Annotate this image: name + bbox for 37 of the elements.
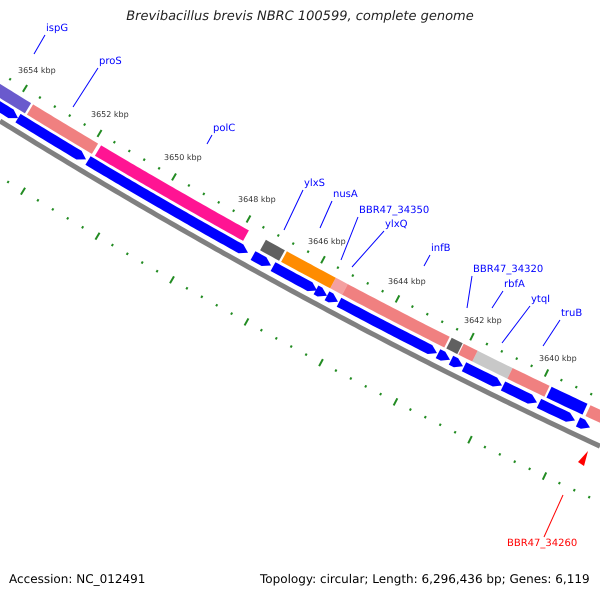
leader-line [284,190,304,230]
leader-line [502,306,530,344]
tick-label: 3644 kbp [388,277,426,287]
leader-line [424,254,430,266]
gene-label: infB [431,243,450,255]
leader-line [352,230,384,268]
leader-line [340,216,358,260]
footer-text: Accession: NC_012491 [9,572,146,586]
leader-line [542,320,560,346]
leader-line [34,34,46,54]
gene-label: rbfA [504,279,525,291]
tick-label: 3650 kbp [164,153,202,163]
leader-line [544,494,564,538]
tick-label: 3646 kbp [308,237,346,247]
tick-label: 3648 kbp [238,195,276,205]
gene-label: truB [561,308,582,320]
diagram-title: Brevibacillus brevis NBRC 100599, complete genome [125,9,475,25]
gene-label: ylxS [304,178,325,190]
gene-label: BBR47_34320 [473,264,544,276]
tick-label: 3654 kbp [18,66,56,76]
gene-label: ytqI [531,294,550,306]
leader-line [320,200,332,228]
tick-label: 3652 kbp [91,110,129,120]
leader-line [492,290,504,308]
gene-label: BBR47_34260 [507,538,578,550]
gene-label: ylxQ [385,219,408,231]
footer-text: Topology: circular; Length: 6,296,436 bp; Genes: 6,119 [260,572,590,586]
gene-label: BBR47_34350 [359,205,430,217]
tick-label: 3642 kbp [464,316,502,326]
leader-line [206,134,212,144]
tick-label: 3640 kbp [539,354,577,364]
leader-line [466,276,472,308]
gene-label: polC [213,123,236,135]
gene-label: proS [99,56,122,68]
gene-label: ispG [46,23,68,35]
gene-label: nusA [333,189,358,201]
leader-line [72,68,98,108]
